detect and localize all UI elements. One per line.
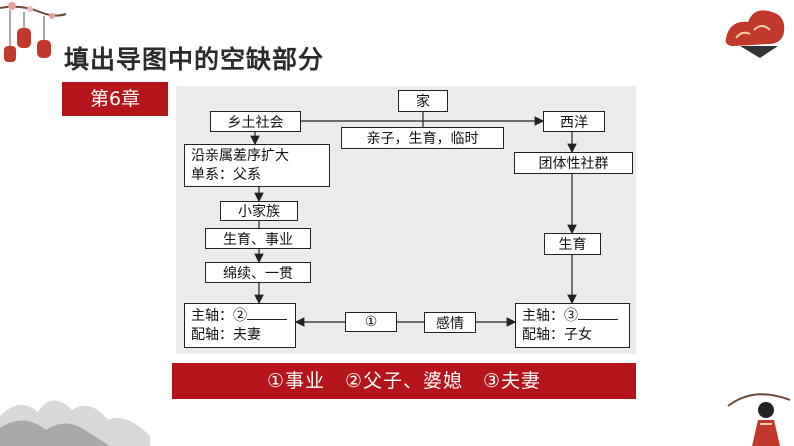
node-xiangtu-shehui: 乡土社会	[210, 111, 301, 132]
node-xiaojiazu: 小家族	[220, 201, 298, 221]
node-shengyu: 生育	[544, 233, 601, 255]
right-sub-axis: 配轴：子女	[522, 326, 592, 343]
node-yanqinshu: 沿亲属差序扩大 单系：父系	[184, 144, 330, 187]
left-main-axis: 主轴：②	[191, 307, 247, 324]
right-main-axis-row: 主轴：③	[522, 307, 618, 326]
right-main-axis: 主轴：③	[522, 307, 578, 324]
node-shengyu-shiye: 生育、事业	[205, 228, 311, 249]
node-mianxu: 绵续、一贯	[205, 262, 311, 283]
left-sub-axis: 配轴：夫妻	[191, 326, 261, 343]
cloud-fan-decoration	[725, 10, 785, 58]
node-right-axis: 主轴：③ 配轴：子女	[515, 303, 630, 348]
node-xiyang: 西洋	[543, 111, 605, 132]
girl-figure-decoration	[727, 393, 791, 446]
blank-2	[247, 307, 287, 320]
page-title: 填出导图中的空缺部分	[64, 45, 325, 74]
left-main-axis-row: 主轴：②	[191, 307, 287, 326]
mountain-landscape-decoration	[0, 400, 150, 446]
node-yanqinshu-line2: 单系：父系	[191, 166, 261, 183]
node-circle-1: ①	[345, 312, 397, 332]
node-jia: 家	[398, 90, 448, 112]
node-yanqinshu-line1: 沿亲属差序扩大	[191, 147, 289, 164]
node-tuanti: 团体性社群	[514, 152, 633, 174]
answer-banner: ①事业 ②父子、婆媳 ③夫妻	[172, 363, 636, 399]
blank-3	[578, 307, 618, 320]
node-left-axis: 主轴：② 配轴：夫妻	[184, 303, 296, 348]
node-qinzi: 亲子，生育，临时	[341, 127, 504, 149]
node-ganqing: 感情	[424, 312, 476, 333]
chapter-badge: 第6章	[62, 82, 168, 116]
lantern-branch-decoration	[0, 2, 67, 62]
